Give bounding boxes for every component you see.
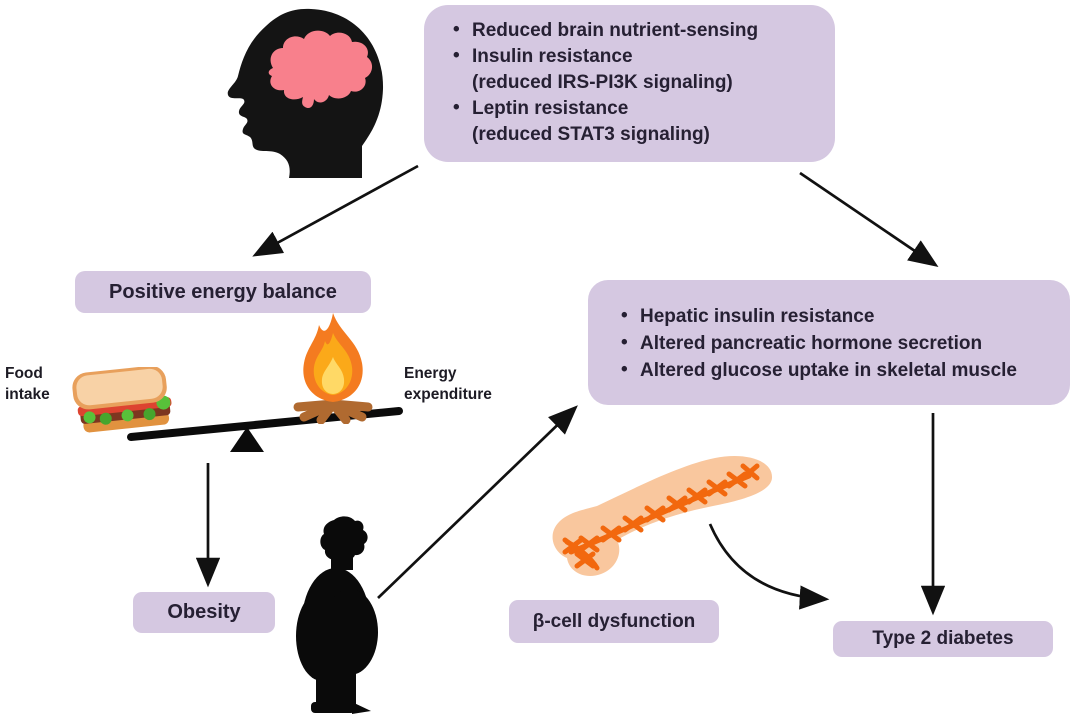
type-2-diabetes-box: Type 2 diabetes	[833, 621, 1053, 657]
food-intake-line1: Food	[5, 365, 43, 382]
positive-energy-balance-label: Positive energy balance	[109, 280, 337, 303]
sandwich-icon	[68, 365, 174, 435]
pancreas-icon	[545, 450, 777, 588]
brain-icon	[268, 30, 373, 109]
seesaw-fulcrum	[230, 427, 264, 452]
beta-cell-dysfunction-label: β-cell dysfunction	[532, 610, 696, 632]
fire-icon	[288, 311, 378, 425]
bullet-subtext: (reduced STAT3 signaling)	[472, 124, 710, 145]
peripheral-effects-list: Hepatic insulin resistance Altered pancr…	[616, 302, 1058, 384]
brain-effects-list: Reduced brain nutrient-sensing Insulin r…	[448, 17, 821, 148]
arrow-brain-to-energy-balance	[252, 164, 419, 257]
fire-logs	[293, 399, 373, 425]
brain-head-icon	[222, 6, 394, 179]
bullet-subtext: (reduced IRS-PI3K signaling)	[472, 72, 733, 93]
type-2-diabetes-label: Type 2 diabetes	[872, 628, 1014, 649]
bullet-item: Altered pancreatic hormone secretion	[616, 329, 1058, 357]
bullet-item: Altered glucose uptake in skeletal muscl…	[616, 356, 1058, 384]
bullet-item: Leptin resistance (reduced STAT3 signali…	[448, 95, 821, 148]
obesity-label: Obesity	[167, 601, 241, 623]
positive-energy-balance-box: Positive energy balance	[75, 271, 371, 313]
bullet-item: Insulin resistance (reduced IRS-PI3K sig…	[448, 43, 821, 96]
energy-expenditure-line1: Energy	[404, 365, 457, 382]
bullet-item: Hepatic insulin resistance	[616, 302, 1058, 330]
pancreas-scribbles	[562, 463, 760, 571]
obese-person-icon	[278, 514, 392, 718]
brain-effects-box: Reduced brain nutrient-sensing Insulin r…	[424, 5, 835, 162]
beta-cell-dysfunction-box: β-cell dysfunction	[509, 600, 719, 643]
bullet-text: Altered pancreatic hormone secretion	[640, 333, 983, 354]
bullet-text: Reduced brain nutrient-sensing	[472, 20, 759, 41]
obesity-box: Obesity	[133, 592, 275, 633]
bullet-text: Hepatic insulin resistance	[640, 306, 875, 327]
energy-expenditure-line2: expenditure	[404, 386, 492, 403]
food-intake-label: Food intake	[5, 363, 50, 405]
bullet-text: Leptin resistance	[472, 98, 629, 119]
bullet-text: Altered glucose uptake in skeletal muscl…	[640, 360, 1017, 381]
energy-expenditure-label: Energy expenditure	[404, 363, 492, 405]
bullet-item: Reduced brain nutrient-sensing	[448, 17, 821, 44]
arrow-brain-to-peripheral	[799, 171, 939, 268]
flame-inner	[321, 357, 345, 394]
food-intake-line2: intake	[5, 386, 50, 403]
peripheral-effects-box: Hepatic insulin resistance Altered pancr…	[588, 280, 1070, 405]
bullet-text: Insulin resistance	[472, 46, 633, 67]
